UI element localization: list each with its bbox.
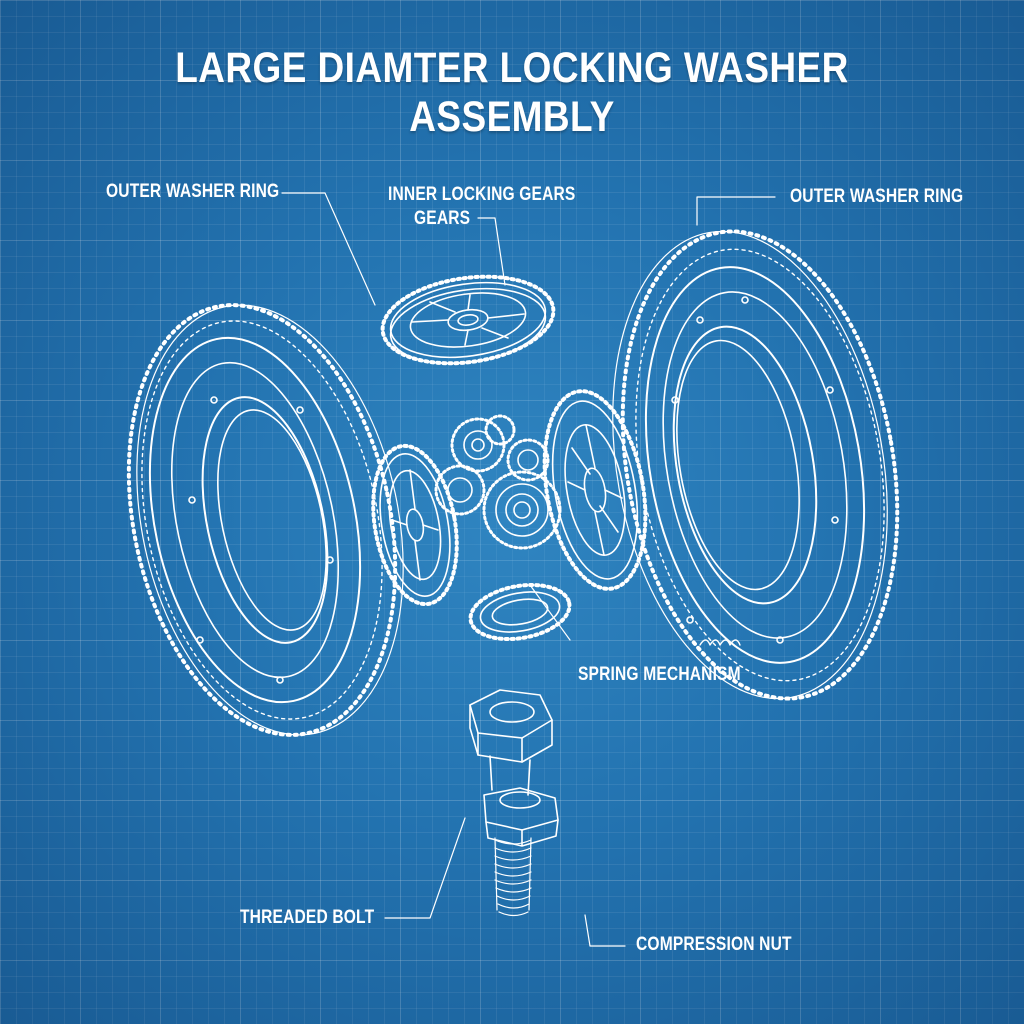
outer-washer-ring-left [126,303,404,737]
inner-locking-gear-right [542,389,648,591]
outer-washer-ring-right [612,229,900,701]
diagram-title: LARGE DIAMTER LOCKING WASHER ASSEMBLY [175,44,849,141]
leader-outer-ring-left [281,192,376,306]
inner-locking-gear-top [380,274,556,366]
spring-gear-bottom [468,582,741,646]
callout-compression-nut: COMPRESSION NUT [636,934,792,955]
leader-lines [281,192,776,947]
leader-compression-nut [584,914,626,947]
leader-outer-ring-right [696,196,776,226]
planetary-gear-cluster [434,414,562,550]
compression-nut [483,787,559,847]
callout-outer-washer-ring-right: OUTER WASHER RING [790,186,964,207]
callout-outer-washer-ring-left: OUTER WASHER RING [106,181,280,202]
inner-locking-gear-left [371,443,459,607]
leader-inner-gears [477,217,506,286]
callout-threaded-bolt: THREADED BOLT [240,907,375,928]
leader-spring [529,584,571,641]
hex-bolt [469,689,553,917]
leader-threaded-bolt [384,817,466,919]
callout-spring-mechanism: SPRING MECHANISM [578,664,741,685]
callout-inner-locking-gears-line2: GEARS [414,208,471,229]
callout-inner-locking-gears: INNER LOCKING GEARS [388,184,576,205]
